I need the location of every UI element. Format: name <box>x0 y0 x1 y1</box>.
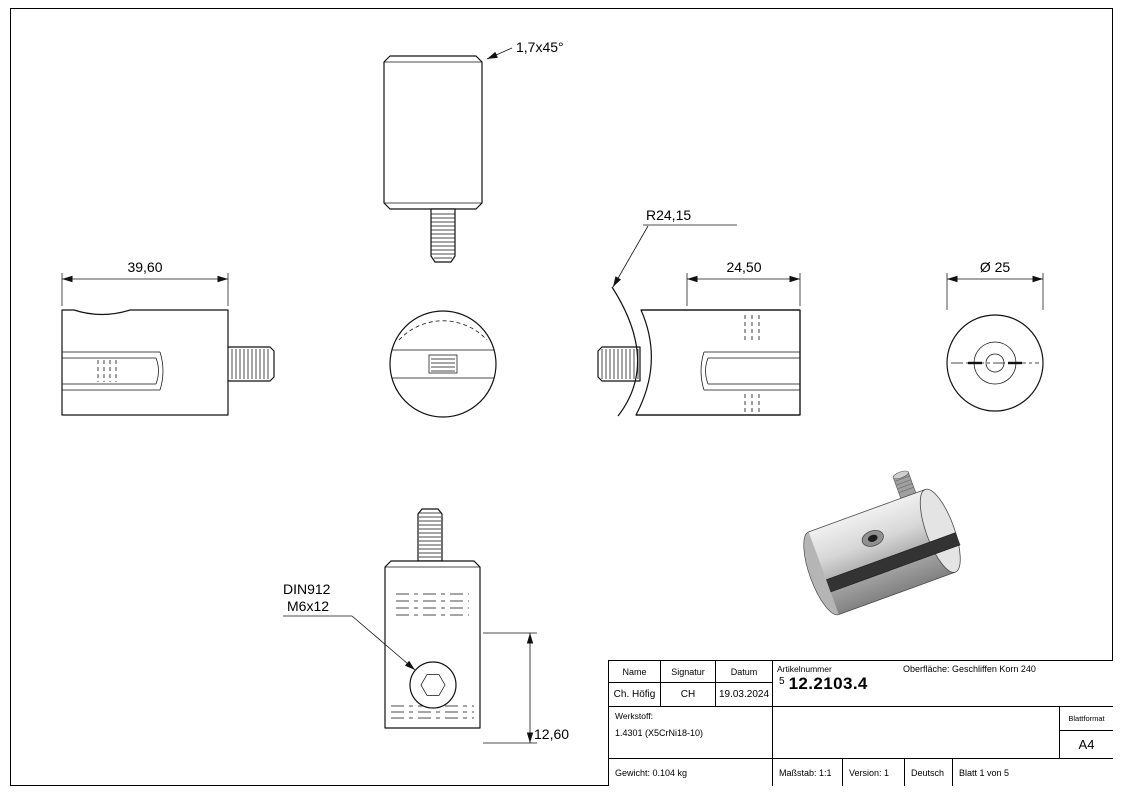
dim-offset: 12,60 <box>534 726 569 742</box>
isometric-view <box>803 470 961 616</box>
header-signature: Signatur <box>661 661 715 683</box>
header-date: Datum <box>716 661 772 683</box>
value-signature: CH <box>680 689 696 700</box>
title-block-row-footer: Gewicht: 0.104 kg Maßstab: 1:1 Version: … <box>609 759 1113 786</box>
surface-label: Oberfläche: <box>903 664 950 674</box>
version-cell: Version: 1 <box>843 759 905 786</box>
front-view-circle <box>389 310 497 418</box>
end-view-circles: Ø 25 <box>946 259 1044 412</box>
article-prefix: 5 <box>779 676 785 687</box>
dim-slot-depth: 24,50 <box>726 259 761 275</box>
language-cell: Deutsch <box>905 759 953 786</box>
weight-cell: Gewicht: 0.104 kg <box>609 759 773 786</box>
title-block-row-material: Werkstoff: 1.4301 (X5CrNi18-10) Blattfor… <box>609 707 1113 759</box>
screw-norm-label: DIN912 <box>283 581 331 597</box>
iso-threaded-stud <box>892 470 917 499</box>
side-view-left: 39,60 <box>61 259 275 416</box>
value-date: 19.03.2024 <box>718 689 770 700</box>
sheet-count-cell: Blatt 1 von 5 <box>959 767 1010 778</box>
sheet-format-value: A4 <box>1078 737 1095 752</box>
title-block: Name Ch. Höfig Signatur CH Datum 19.03.2… <box>608 660 1113 786</box>
dim-radius: R24,15 <box>646 207 691 223</box>
material-label: Werkstoff: <box>615 711 653 721</box>
material-cell: Werkstoff: 1.4301 (X5CrNi18-10) <box>609 707 773 758</box>
dim-width: 39,60 <box>127 259 162 275</box>
screw-thread-label: M6x12 <box>287 598 329 614</box>
scale-cell: Maßstab: 1:1 <box>773 759 843 786</box>
sheet-format-label: Blattformat <box>1060 707 1113 731</box>
surface-value: Geschliffen Korn 240 <box>952 664 1036 674</box>
value-name: Ch. Höfig <box>613 689 656 700</box>
title-block-row-names: Name Ch. Höfig Signatur CH Datum 19.03.2… <box>609 661 1113 707</box>
sheet-format-cell: Blattformat A4 <box>1060 707 1113 758</box>
front-view-cylinder: 1,7x45° <box>383 39 564 263</box>
header-article-number: Artikelnummer <box>777 664 832 674</box>
empty-cell <box>773 707 1060 758</box>
dim-chamfer: 1,7x45° <box>516 39 564 55</box>
side-view-right: R24,15 24,50 <box>597 207 801 417</box>
surface-finish: Oberfläche: Geschliffen Korn 240 <box>903 664 1036 674</box>
header-name: Name <box>609 661 660 683</box>
dim-diameter: Ø 25 <box>980 259 1011 275</box>
article-value: 12.2103.4 <box>788 674 868 693</box>
bottom-view: DIN912 M6x12 12,60 <box>283 508 569 744</box>
material-value: 1.4301 (X5CrNi18-10) <box>615 728 704 738</box>
article-cell: Artikelnummer Oberfläche: Geschliffen Ko… <box>773 661 1113 706</box>
